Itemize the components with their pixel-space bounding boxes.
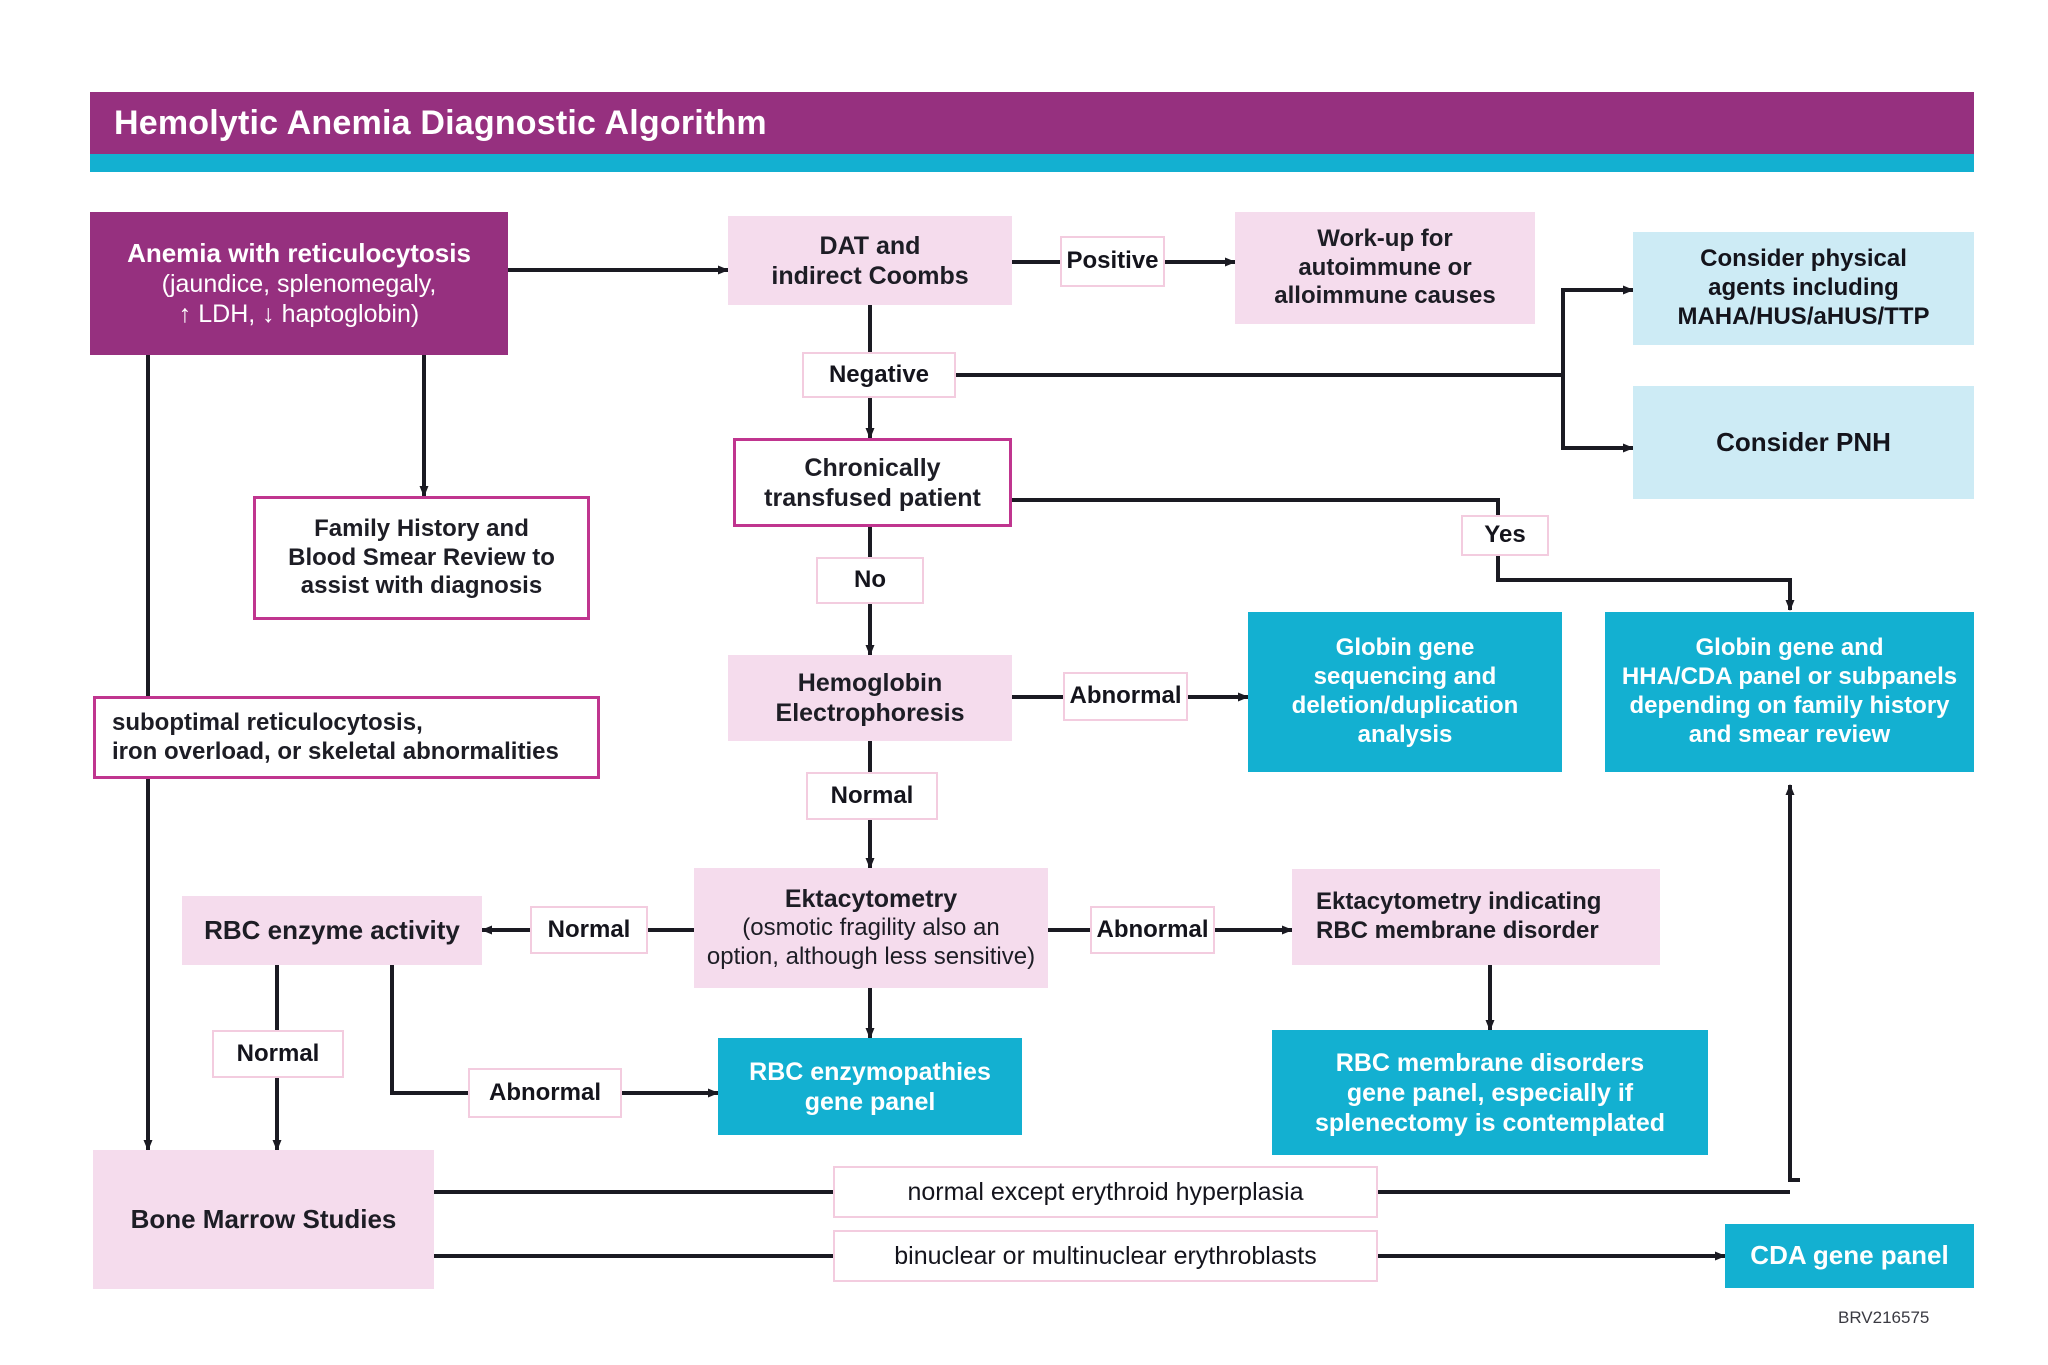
node-globin-hha-line3: depending on family history — [1629, 692, 1950, 719]
node-membrane-panel-line1: RBC membrane disorders — [1335, 1048, 1645, 1077]
node-physical-agents-line1: Consider physical — [1700, 245, 1907, 273]
node-globin-hha-cda-panel[interactable]: Globin gene and HHA/CDA panel or subpane… — [1605, 612, 1974, 772]
node-anemia-line1: Anemia with reticulocytosis — [127, 237, 471, 268]
node-globin-gene-sequencing[interactable]: Globin gene sequencing and deletion/dupl… — [1248, 612, 1562, 772]
node-cda-panel-label: CDA gene panel — [1750, 1240, 1949, 1271]
node-globin-hha-line2: HHA/CDA panel or subpanels — [1621, 663, 1958, 691]
node-rbc-enzyme-activity[interactable]: RBC enzyme activity — [182, 896, 482, 965]
node-ektacytometry[interactable]: Ektacytometry (osmotic fragility also an… — [694, 868, 1048, 988]
node-globin-seq-line4: analysis — [1357, 720, 1453, 748]
node-family-history-blood-smear[interactable]: Family History and Blood Smear Review to… — [253, 496, 590, 620]
node-chronically-transfused-line2: transfused patient — [764, 483, 981, 512]
edge-label-erythroid-hyperplasia-text: normal except erythroid hyperplasia — [907, 1178, 1304, 1206]
node-workup-line3: alloimmune causes — [1274, 282, 1496, 310]
node-pnh-label: Consider PNH — [1716, 426, 1891, 457]
node-globin-hha-line4: and smear review — [1688, 720, 1891, 748]
page-title: Hemolytic Anemia Diagnostic Algorithm — [114, 103, 767, 142]
node-globin-seq-line1: Globin gene — [1335, 634, 1475, 662]
node-suboptimal-line2: iron overload, or skeletal abnormalities — [112, 737, 559, 765]
node-enzymopathies-line2: gene panel — [804, 1087, 936, 1116]
node-bone-marrow-label: Bone Marrow Studies — [130, 1203, 397, 1234]
edge-label-no-text: No — [854, 566, 886, 594]
node-ektacytometry-line2: (osmotic fragility also an — [742, 914, 1000, 942]
node-hemoglobin-electrophoresis[interactable]: Hemoglobin Electrophoresis — [728, 655, 1012, 741]
node-anemia-line2: (jaundice, splenomegaly, — [161, 270, 437, 299]
node-ekta-membrane-line2: RBC membrane disorder — [1316, 917, 1599, 944]
node-suboptimal-reticulocytosis[interactable]: suboptimal reticulocytosis, iron overloa… — [93, 696, 600, 779]
edge-label-multinuclear-erythroblasts[interactable]: binuclear or multinuclear erythroblasts — [833, 1230, 1378, 1282]
node-physical-agents-line2: agents including — [1708, 274, 1899, 302]
node-ekta-membrane-line1: Ektacytometry indicating — [1316, 888, 1602, 916]
node-enzymopathies-line1: RBC enzymopathies — [749, 1057, 991, 1086]
node-hb-electro-line2: Electrophoresis — [775, 699, 965, 727]
node-cda-gene-panel[interactable]: CDA gene panel — [1725, 1224, 1974, 1288]
node-ektacytometry-membrane-disorder[interactable]: Ektacytometry indicating RBC membrane di… — [1292, 869, 1660, 965]
node-globin-seq-line2: sequencing and — [1313, 663, 1497, 691]
node-rbc-enzyme-activity-label: RBC enzyme activity — [204, 914, 460, 945]
edge-label-normal-enzyme-text: Normal — [236, 1039, 320, 1067]
edge-label-abnormal-ektacytometry-text: Abnormal — [1096, 915, 1209, 943]
edge-label-normal-enzyme[interactable]: Normal — [212, 1030, 344, 1078]
node-workup-line1: Work-up for — [1317, 224, 1453, 252]
edge-label-normal-hemoglobin[interactable]: Normal — [806, 772, 938, 820]
node-family-history-line3: assist with diagnosis — [300, 572, 543, 600]
header-accent-rule — [90, 154, 1974, 172]
edge-label-abnormal-ektacytometry[interactable]: Abnormal — [1090, 906, 1215, 954]
node-membrane-panel-line2: gene panel, especially if — [1346, 1078, 1634, 1107]
node-workup-line2: autoimmune or — [1298, 253, 1472, 281]
edge-label-negative-text: Negative — [828, 360, 930, 388]
edge-label-abnormal-enzyme-text: Abnormal — [488, 1078, 601, 1106]
node-consider-physical-agents[interactable]: Consider physical agents including MAHA/… — [1633, 232, 1974, 345]
edge-label-abnormal-hemoglobin-text: Abnormal — [1069, 682, 1182, 710]
node-globin-hha-line1: Globin gene and — [1695, 634, 1884, 662]
node-anemia-with-reticulocytosis[interactable]: Anemia with reticulocytosis (jaundice, s… — [90, 212, 508, 355]
node-family-history-line1: Family History and — [314, 514, 529, 542]
edge-label-negative[interactable]: Negative — [802, 352, 956, 398]
node-dat-line2: indirect Coombs — [771, 261, 969, 290]
node-bone-marrow-studies[interactable]: Bone Marrow Studies — [93, 1150, 434, 1289]
node-dat-indirect-coombs[interactable]: DAT and indirect Coombs — [728, 216, 1012, 305]
edge-label-yes-text: Yes — [1484, 521, 1526, 549]
node-workup-autoimmune-alloimmune[interactable]: Work-up for autoimmune or alloimmune cau… — [1235, 212, 1535, 324]
node-physical-agents-line3: MAHA/HUS/aHUS/TTP — [1677, 302, 1930, 330]
node-rbc-membrane-disorders-gene-panel[interactable]: RBC membrane disorders gene panel, espec… — [1272, 1030, 1708, 1155]
header-bar — [90, 92, 1974, 154]
node-family-history-line2: Blood Smear Review to — [288, 543, 555, 571]
edge-label-yes[interactable]: Yes — [1461, 515, 1549, 556]
node-hb-electro-line1: Hemoglobin — [797, 669, 943, 697]
edge-label-multinuclear-erythroblasts-text: binuclear or multinuclear erythroblasts — [894, 1242, 1317, 1270]
node-anemia-line3: ↑ LDH, ↓ haptoglobin) — [178, 300, 420, 329]
node-rbc-enzymopathies-gene-panel[interactable]: RBC enzymopathies gene panel — [718, 1038, 1022, 1135]
edge-label-normal-hemoglobin-text: Normal — [830, 781, 914, 809]
node-membrane-panel-line3: splenectomy is contemplated — [1314, 1108, 1666, 1137]
edge-label-normal-ektacytometry-text: Normal — [547, 915, 631, 943]
edge-label-normal-ektacytometry[interactable]: Normal — [530, 906, 648, 954]
edge-label-positive[interactable]: Positive — [1060, 236, 1165, 287]
node-suboptimal-line1: suboptimal reticulocytosis, — [112, 708, 423, 736]
node-chronically-transfused-patient[interactable]: Chronically transfused patient — [733, 438, 1012, 527]
node-ektacytometry-line3: option, although less sensitive) — [706, 943, 1036, 970]
node-chronically-transfused-line1: Chronically — [804, 453, 941, 482]
edge-label-abnormal-enzyme[interactable]: Abnormal — [468, 1068, 622, 1118]
edge-label-erythroid-hyperplasia[interactable]: normal except erythroid hyperplasia — [833, 1166, 1378, 1218]
node-globin-seq-line3: deletion/duplication — [1291, 692, 1519, 719]
edge-label-positive-text: Positive — [1066, 247, 1159, 275]
edge-label-abnormal-hemoglobin[interactable]: Abnormal — [1063, 672, 1188, 721]
node-ektacytometry-line1: Ektacytometry — [784, 885, 958, 914]
node-dat-line1: DAT and — [819, 231, 921, 260]
edge-label-no[interactable]: No — [816, 557, 924, 604]
node-consider-pnh[interactable]: Consider PNH — [1633, 386, 1974, 499]
figure-credit: BRV216575 — [1838, 1308, 1930, 1327]
